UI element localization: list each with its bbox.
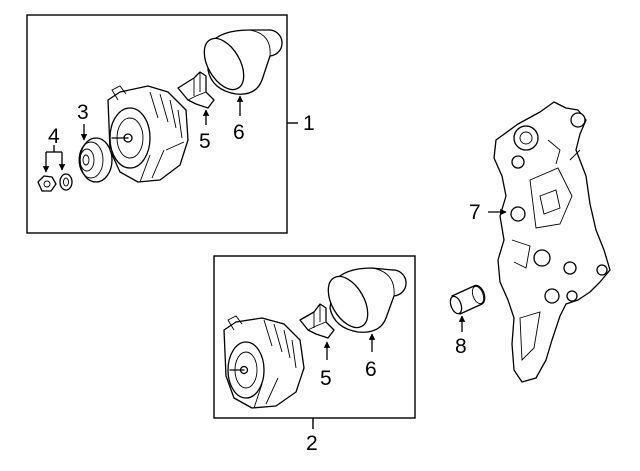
callout-6b: 6 bbox=[365, 358, 377, 381]
regulator-2 bbox=[299, 303, 335, 339]
cover-2 bbox=[327, 267, 407, 333]
callout-8: 8 bbox=[455, 335, 467, 358]
callout-4: 4 bbox=[48, 125, 60, 148]
callout-6a: 6 bbox=[233, 121, 245, 144]
cover-1 bbox=[203, 29, 283, 95]
regulator-1 bbox=[177, 71, 215, 109]
callout-1: 1 bbox=[303, 112, 315, 135]
alternator-2 bbox=[223, 315, 305, 409]
callout-5b: 5 bbox=[320, 367, 332, 390]
pulley bbox=[78, 137, 113, 183]
callout-7: 7 bbox=[469, 201, 481, 224]
callout-3: 3 bbox=[77, 101, 89, 124]
alternator-1 bbox=[107, 85, 189, 183]
bushing bbox=[449, 284, 486, 315]
callout-2: 2 bbox=[306, 432, 318, 455]
group-1-box bbox=[26, 14, 288, 234]
nut-washer bbox=[37, 173, 73, 192]
mounting-bracket bbox=[493, 101, 611, 383]
group-2-box bbox=[213, 255, 416, 419]
callout-5a: 5 bbox=[199, 130, 211, 153]
